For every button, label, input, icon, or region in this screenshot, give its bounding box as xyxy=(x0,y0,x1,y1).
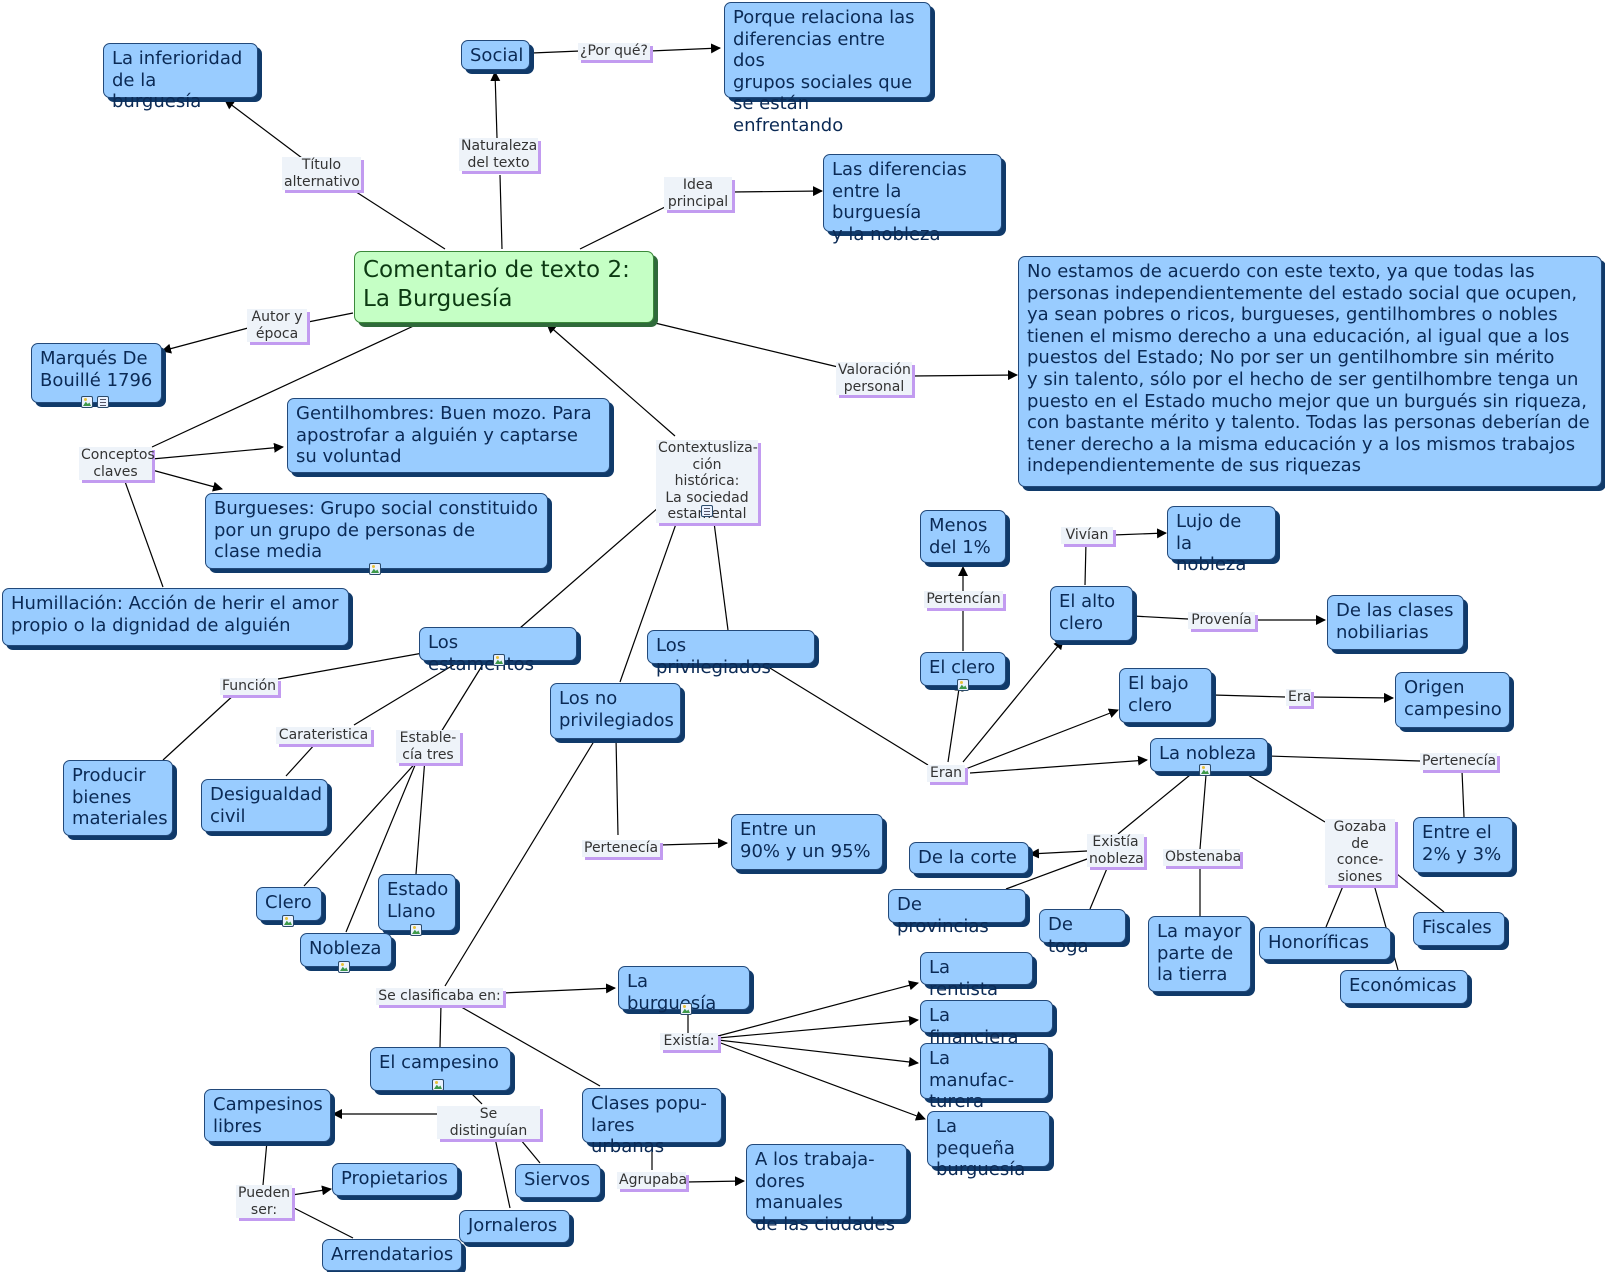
image-resource-icon[interactable] xyxy=(282,915,294,927)
concept-arrendatarios[interactable]: Arrendatarios xyxy=(322,1239,462,1271)
image-resource-icon[interactable] xyxy=(81,396,93,408)
link-se-clasificaba[interactable]: Se clasificaba en: xyxy=(376,988,503,1005)
document-resource-icon[interactable] xyxy=(97,396,109,408)
concept-financiera[interactable]: La financiera xyxy=(920,1000,1053,1048)
concept-clases-populares[interactable]: Clases popu- lares urbanas xyxy=(582,1088,722,1157)
link-obstenaba[interactable]: Obstenaba xyxy=(1163,849,1242,866)
image-resource-icon[interactable] xyxy=(432,1079,444,1091)
concept-valoracion-texto[interactable]: No estamos de acuerdo con este texto, ya… xyxy=(1018,256,1602,487)
concept-social[interactable]: Social xyxy=(461,40,530,70)
link-pertencian[interactable]: Pertencían xyxy=(924,591,1003,608)
concept-fiscales[interactable]: Fiscales xyxy=(1413,912,1505,946)
concept-estado-llano[interactable]: Estado Llano xyxy=(378,874,456,931)
link-naturaleza[interactable]: Naturaleza del texto xyxy=(459,138,538,171)
concept-toga[interactable]: De toga xyxy=(1039,909,1126,957)
link-eran[interactable]: Eran xyxy=(927,765,965,782)
concept-pequena[interactable]: La pequeña burguesía xyxy=(927,1111,1050,1180)
image-resource-icon[interactable] xyxy=(338,961,350,973)
concept-alto-clero[interactable]: El alto clero xyxy=(1050,586,1133,641)
image-resource-icon[interactable] xyxy=(369,563,381,575)
link-pertenecia-np[interactable]: Pertenecía xyxy=(582,840,660,857)
concept-lujo[interactable]: Lujo de la nobleza xyxy=(1167,506,1276,575)
concept-provincias[interactable]: De provincias xyxy=(888,889,1026,937)
concept-siervos[interactable]: Siervos xyxy=(515,1164,601,1198)
link-gozaba[interactable]: Gozaba de conce- siones xyxy=(1325,819,1395,885)
image-resource-icon[interactable] xyxy=(680,1003,692,1015)
concept-rentista[interactable]: La rentista xyxy=(920,952,1033,1000)
concept-origen[interactable]: Origen campesino xyxy=(1395,672,1510,728)
concept-privilegiados[interactable]: Los privilegiados xyxy=(647,630,815,678)
concept-libres[interactable]: Campesinos libres xyxy=(204,1089,331,1142)
concept-mayor-parte[interactable]: La mayor parte de la tierra xyxy=(1148,916,1251,992)
concept-trabajadores[interactable]: A los trabaja- dores manuales de las ciu… xyxy=(746,1144,907,1235)
concept-entre-90[interactable]: Entre un 90% y un 95% xyxy=(731,814,883,870)
concept-jornaleros[interactable]: Jornaleros xyxy=(459,1210,570,1243)
document-resource-icon[interactable] xyxy=(701,505,713,517)
image-resource-icon[interactable] xyxy=(957,679,969,691)
concept-marques[interactable]: Marqués De Bouillé 1796 xyxy=(31,343,162,403)
concept-producir[interactable]: Producir bienes materiales xyxy=(63,760,173,836)
concept-entre-2[interactable]: Entre el 2% y 3% xyxy=(1413,817,1513,873)
concept-inferioridad[interactable]: La inferioridad de la burguesía xyxy=(103,43,258,112)
concept-corte[interactable]: De la corte xyxy=(909,842,1029,874)
image-resource-icon[interactable] xyxy=(410,924,422,936)
concept-gentilhombres[interactable]: Gentilhombres: Buen mozo. Para apostrofa… xyxy=(287,398,610,473)
link-existia[interactable]: Existía: xyxy=(660,1033,718,1050)
concept-humillacion[interactable]: Humillación: Acción de herir el amor pro… xyxy=(2,588,349,646)
concept-clases-nobiliarias[interactable]: De las clases nobiliarias xyxy=(1327,595,1464,650)
concept-desigualdad[interactable]: Desigualdad civil xyxy=(201,779,328,832)
concept-diferencias[interactable]: Las diferencias entre la burguesía y la … xyxy=(823,154,1002,245)
link-titulo-alternativo[interactable]: Título alternativo xyxy=(282,157,361,190)
link-era[interactable]: Era xyxy=(1286,689,1312,706)
link-establecia[interactable]: Estable- cía tres xyxy=(396,730,460,763)
concept-porque[interactable]: Porque relaciona las diferencias entre d… xyxy=(724,2,931,136)
link-agrupaba[interactable]: Agrupaba xyxy=(617,1172,688,1189)
link-autor-epoca[interactable]: Autor y época xyxy=(247,309,307,342)
link-contexto[interactable]: Contextusliza- ción histórica: La socied… xyxy=(656,440,758,523)
image-resource-icon[interactable] xyxy=(493,654,505,666)
link-provenia[interactable]: Provenía xyxy=(1188,612,1255,629)
concept-manufacturera[interactable]: La manufac- turera xyxy=(920,1043,1049,1112)
central-topic[interactable]: Comentario de texto 2: La Burguesía xyxy=(354,251,654,323)
link-se-distinguian[interactable]: Se distinguían xyxy=(437,1106,540,1139)
concept-menos-1[interactable]: Menos del 1% xyxy=(920,510,1006,563)
link-conceptos-claves[interactable]: Conceptos claves xyxy=(79,447,155,480)
link-carateristica[interactable]: Carateristica xyxy=(276,727,371,744)
concept-no-privilegiados[interactable]: Los no privilegiados xyxy=(550,683,681,739)
link-idea-principal[interactable]: Idea principal xyxy=(664,177,732,210)
link-vivian[interactable]: Vivían xyxy=(1061,527,1113,544)
image-resource-icon[interactable] xyxy=(1199,764,1211,776)
link-pertenecia-nobleza[interactable]: Pertenecía xyxy=(1420,753,1497,770)
concept-burgueses[interactable]: Burgueses: Grupo social constituido por … xyxy=(205,493,548,569)
link-existia-nobleza[interactable]: Existía nobleza xyxy=(1087,834,1144,867)
concept-propietarios[interactable]: Propietarios xyxy=(332,1163,458,1196)
link-por-que[interactable]: ¿Por qué? xyxy=(578,43,650,60)
link-funcion[interactable]: Función xyxy=(220,678,278,695)
concept-bajo-clero[interactable]: El bajo clero xyxy=(1119,668,1212,723)
concept-economicas[interactable]: Económicas xyxy=(1340,970,1468,1004)
link-pueden-ser[interactable]: Pueden ser: xyxy=(236,1185,292,1218)
link-valoracion[interactable]: Valoración personal xyxy=(836,362,912,395)
concept-honorificas[interactable]: Honoríficas xyxy=(1259,927,1391,960)
